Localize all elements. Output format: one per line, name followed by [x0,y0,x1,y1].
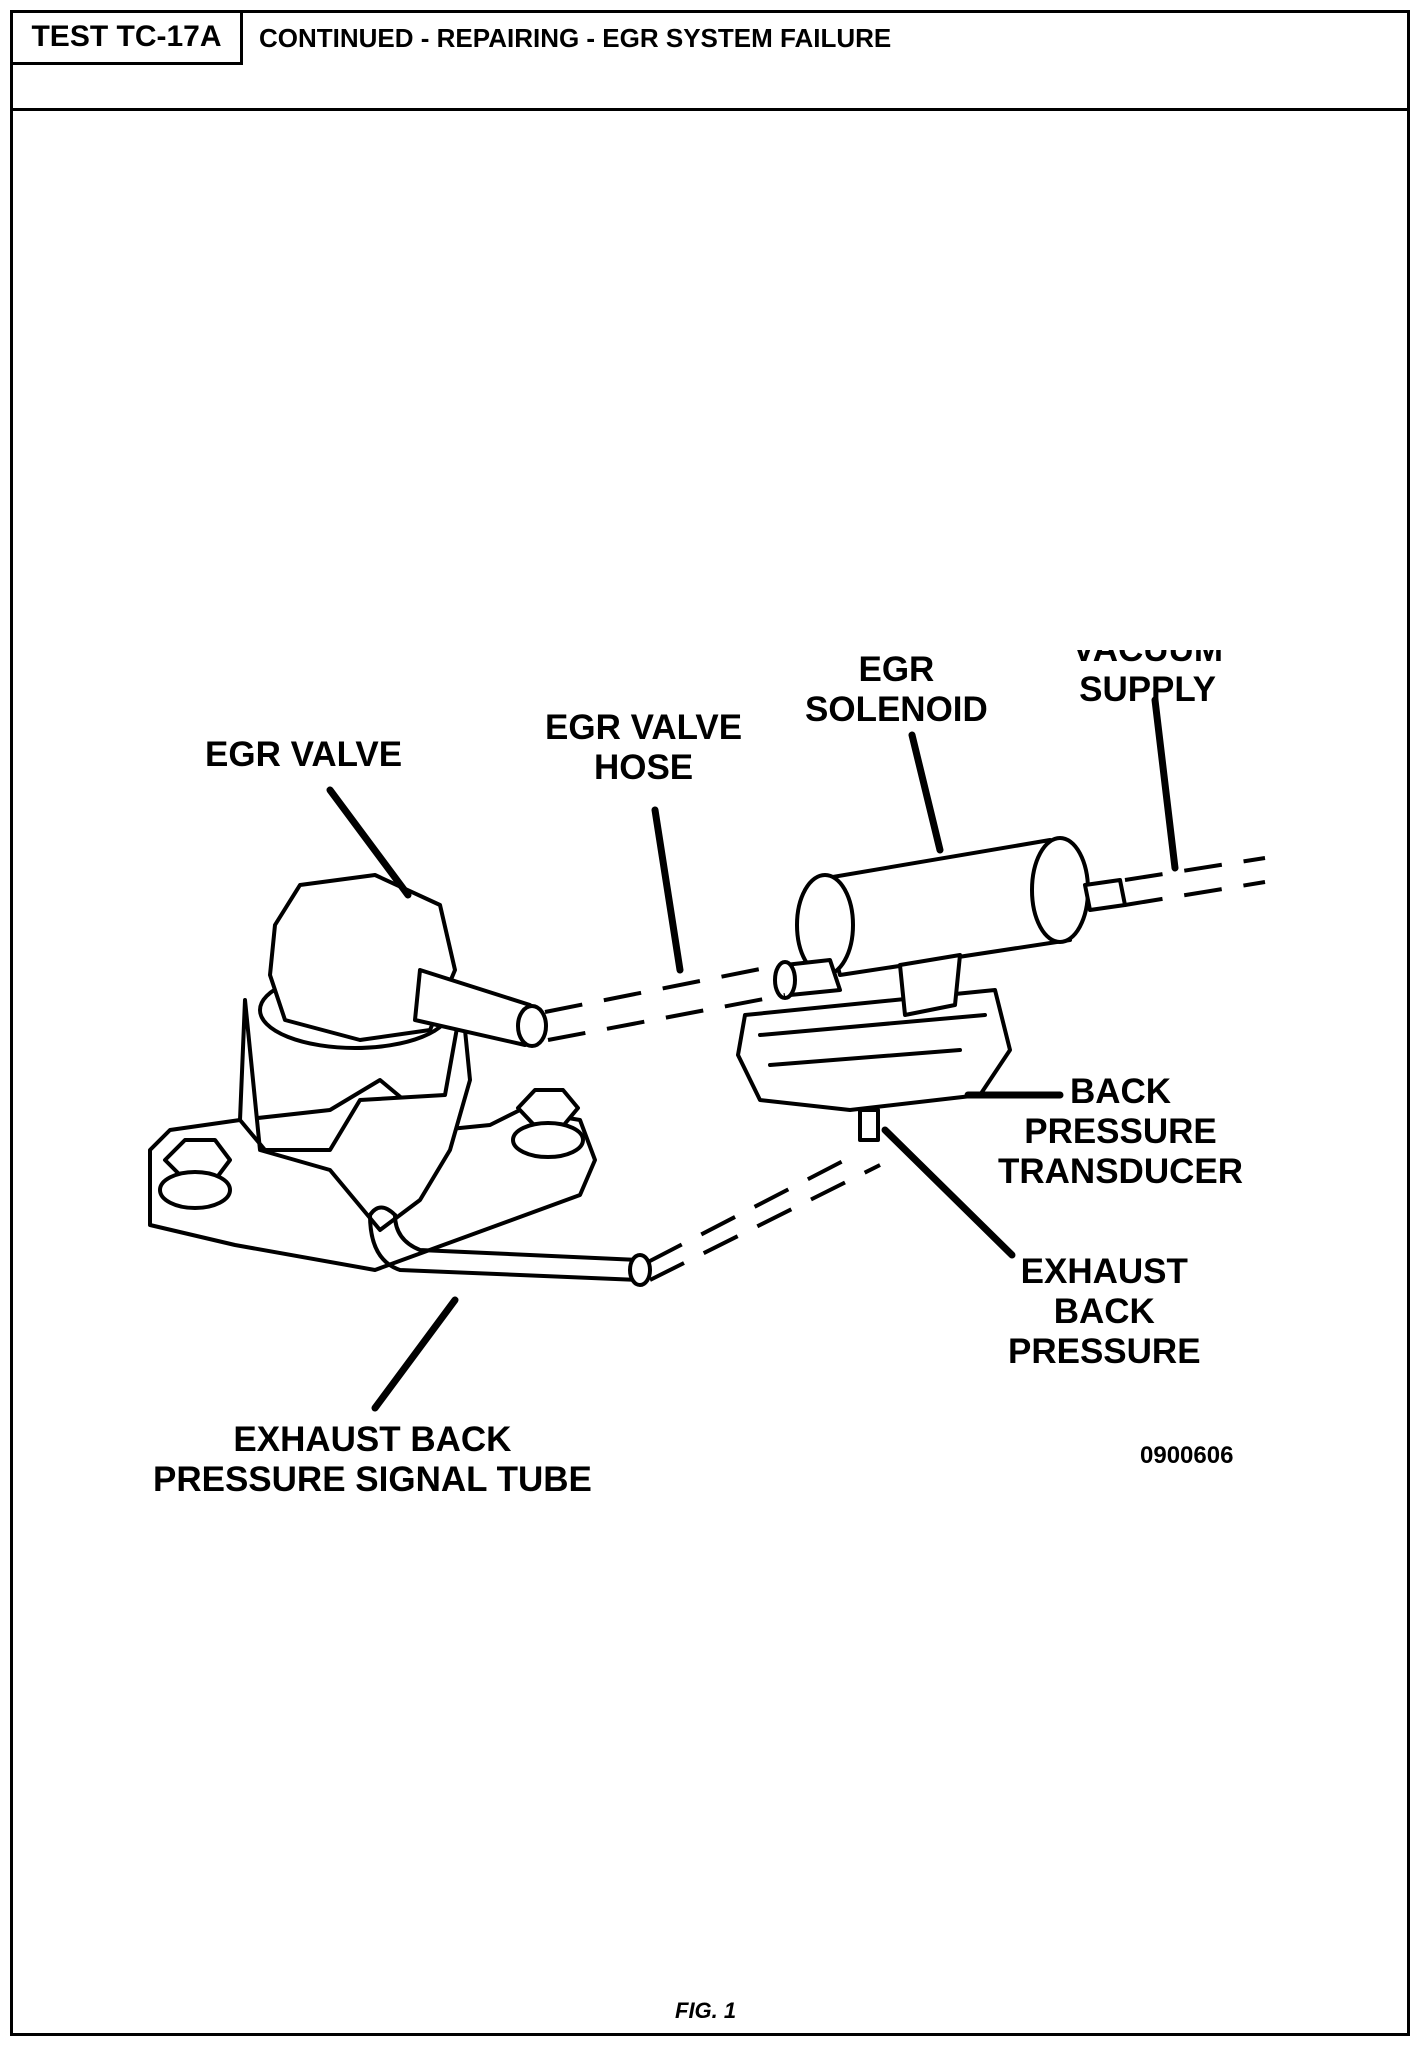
leader-vacuum-supply [1151,696,1179,872]
signal-tube [368,1213,642,1282]
leader-exhaust-back [881,1126,1016,1259]
header-title: CONTINUED - REPAIRING - EGR SYSTEM FAILU… [259,23,892,53]
vacuum-hose-line-top [1124,856,1266,882]
label-egr-solenoid: EGR SOLENOID [805,650,988,729]
egr-valve-hose-line-top [544,963,781,1014]
label-egr-valve-hose: EGR VALVE HOSE [545,708,743,787]
leader-egr-valve [326,786,412,899]
test-id-box: TEST TC-17A [13,13,243,65]
label-back-pressure-transducer: BACK PRESSURE TRANSDUCER [998,1072,1243,1191]
egr-valve-body [238,998,472,1232]
figure-code: 0900606 [1140,1442,1234,1469]
figure-caption: FIG. 1 [675,1998,737,2023]
exhaust-hose-line-top [647,1158,846,1264]
egr-valve-hose-line-bottom [547,993,786,1042]
label-egr-valve: EGR VALVE [205,735,403,774]
label-vacuum-supply: VACUUM SUPPLY [1072,630,1224,709]
header-bar: TEST TC-17A CONTINUED - REPAIRING - EGR … [13,13,1407,111]
page-frame: TEST TC-17A CONTINUED - REPAIRING - EGR … [10,10,1410,2036]
label-exhaust-back-pressure: EXHAUST BACK PRESSURE [1008,1252,1201,1371]
exhaust-hose-line-bottom [649,1163,881,1282]
leader-egr-solenoid [908,731,944,854]
vacuum-hose-line-bottom [1124,880,1266,907]
label-signal-tube: EXHAUST BACK PRESSURE SIGNAL TUBE [153,1420,592,1499]
leader-signal-tube [371,1296,459,1412]
leader-egr-valve-hose [651,806,684,974]
